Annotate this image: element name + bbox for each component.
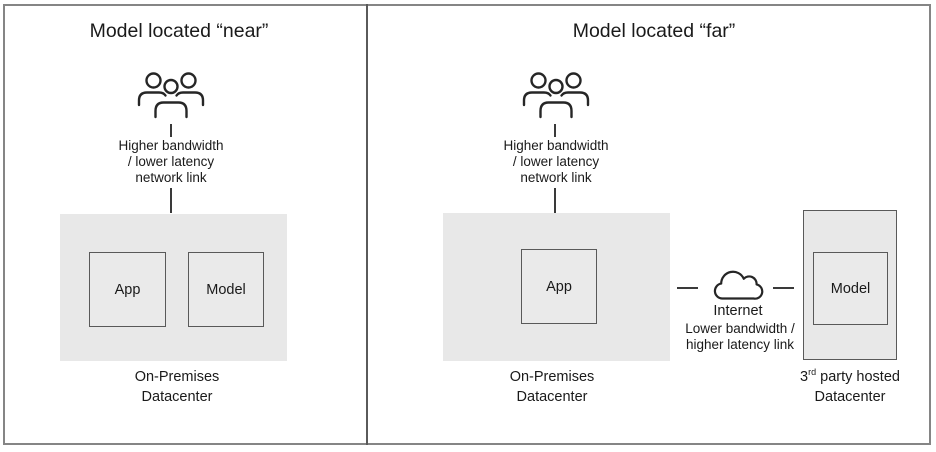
ordinal-superscript: rd (808, 367, 817, 378)
right-onprem-datacenter-caption: On-Premises Datacenter (509, 369, 595, 405)
third-party-caption-line2: Datacenter (814, 389, 886, 405)
internet-link-dash-right (773, 287, 794, 289)
outer-frame (3, 4, 931, 445)
left-app-box: App (89, 252, 166, 327)
internet-link-dash-left (677, 287, 698, 289)
left-model-box: Model (188, 252, 264, 327)
right-network-link-label: Higher bandwidth / lower latency network… (503, 138, 609, 185)
panel-divider (366, 4, 368, 445)
internet-label: Internet (713, 303, 763, 319)
left-onprem-datacenter-caption: On-Premises Datacenter (134, 369, 220, 405)
left-network-link-label: Higher bandwidth / lower latency network… (118, 138, 224, 185)
internet-link-caption: Lower bandwidth / higher latency link (685, 321, 795, 352)
right-panel-title: Model located “far” (572, 20, 736, 42)
right-connector-line-top (554, 124, 556, 137)
left-connector-line-top (170, 124, 172, 137)
third-party-caption-line1: 3rd party hosted (800, 367, 900, 385)
left-connector-line-bottom (170, 188, 172, 213)
users-group-icon (522, 72, 590, 119)
right-connector-line-bottom (554, 188, 556, 213)
third-party-datacenter-caption: 3rd party hosted Datacenter (766, 367, 934, 407)
right-app-box: App (521, 249, 597, 324)
left-panel-title: Model located “near” (89, 20, 269, 42)
users-group-icon (137, 72, 205, 119)
right-model-box: Model (813, 252, 888, 325)
cloud-icon (713, 270, 764, 300)
